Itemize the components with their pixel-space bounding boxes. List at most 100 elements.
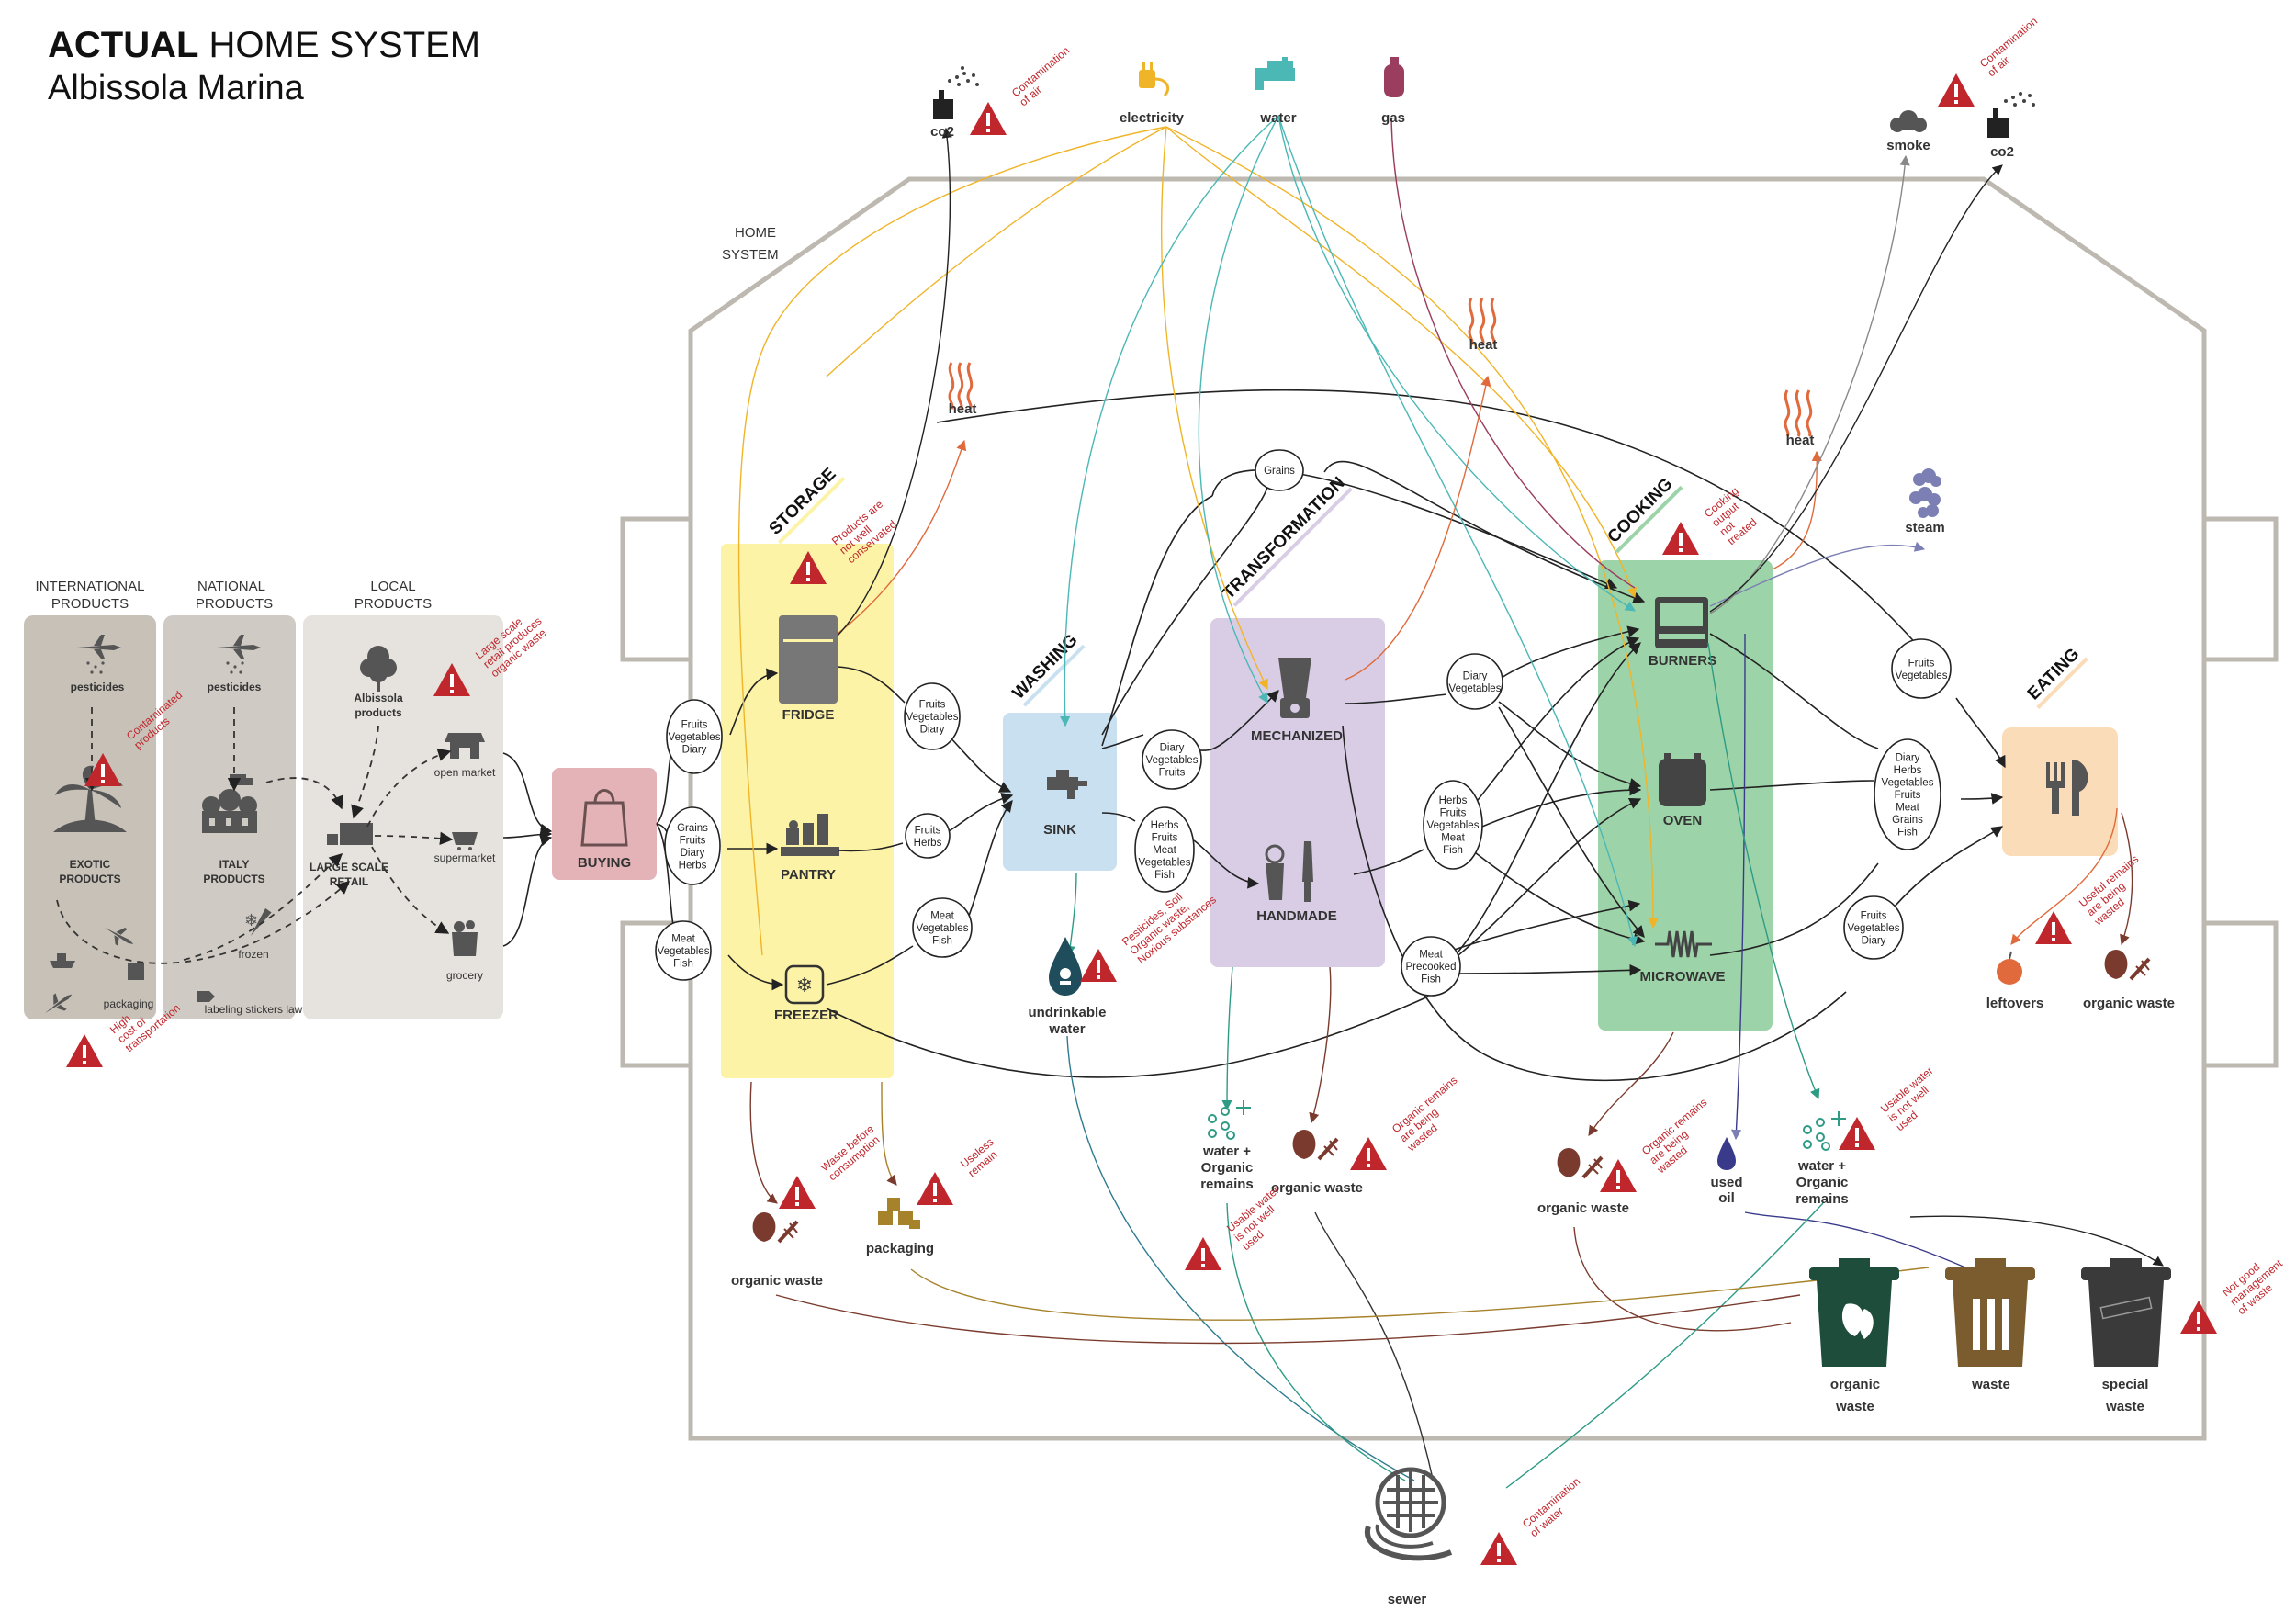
bin-waste[interactable] [1945, 1258, 2035, 1367]
bubble-text: Vegetables [669, 732, 721, 743]
water-tap-icon [1255, 57, 1295, 90]
albissola-label-2: products [355, 706, 402, 719]
bubble-text: Diary [682, 745, 707, 756]
bubble-text: Vegetables [1848, 923, 1900, 934]
bubble-text: Meat [1153, 845, 1176, 856]
blender-icon[interactable] [1278, 658, 1311, 718]
bubble-text: Vegetables [658, 946, 710, 957]
pesticide-drops-icon [86, 661, 105, 674]
water-organic-1-line3: remains [1200, 1177, 1254, 1192]
burners-icon[interactable] [1655, 597, 1708, 648]
bubble-text: Fish [673, 959, 693, 970]
bubble-text: Vegetables [906, 712, 959, 723]
organic-waste-icon-transf [1292, 1130, 1339, 1161]
bin-organic[interactable] [1809, 1258, 1899, 1367]
oven-icon[interactable] [1659, 753, 1706, 806]
bubble-text: Herbs [914, 838, 942, 849]
section-washing: WASHING [1009, 631, 1082, 704]
pesticide-drops-icon-2 [226, 661, 244, 674]
bubble-text: Herbs [679, 860, 707, 871]
bubble-text: Fish [1897, 828, 1918, 839]
output-flows [749, 633, 2164, 1489]
organic-waste-icon-storage [752, 1212, 799, 1244]
exotic-label-1: EXOTIC [70, 858, 111, 871]
warning-triangle-icon [970, 102, 1007, 135]
bin-special[interactable] [2081, 1258, 2171, 1367]
microwave-wave-icon[interactable] [1655, 930, 1712, 958]
bubbles: FruitsVegetablesDiaryGrainsFruitsDiaryHe… [655, 449, 1952, 997]
factory-icon-left [933, 90, 953, 119]
bubble-text: Grains [677, 823, 708, 834]
section-eating: EATING [2024, 645, 2084, 704]
svg-text:ACTUAL HOME SYSTEM: ACTUAL HOME SYSTEM [48, 25, 480, 65]
freezer-icon[interactable] [784, 964, 825, 1005]
bubble-text: Fruits [1152, 833, 1178, 844]
organic-waste-icon-eating [2104, 950, 2151, 981]
pantry-icon[interactable] [781, 814, 839, 856]
italy-label-1: ITALY [219, 858, 250, 871]
bubble-text: Vegetables [1896, 670, 1948, 681]
warning-triangle-icon [1662, 522, 1699, 555]
water-label: water [1259, 110, 1296, 126]
organic-waste-cooking-label: organic waste [1537, 1200, 1629, 1216]
fridge-label: FRIDGE [782, 707, 835, 723]
knife-peeler-icon[interactable] [1265, 841, 1313, 902]
gas-cylinder-icon [1384, 57, 1404, 97]
section-transformation: TRANSFORMATION [1219, 473, 1348, 603]
steam-label: steam [1905, 520, 1944, 535]
warning-triangle-icon [2035, 911, 2072, 944]
bubble-text: Fruits [680, 835, 706, 846]
farm-icon [202, 789, 257, 833]
carrot-icon [250, 907, 272, 937]
packaging-output-label: packaging [866, 1241, 934, 1256]
snowflake-freezer-icon: ❄ [796, 974, 813, 997]
bubble-text: Vegetables [917, 923, 969, 934]
warning-triangle-icon [1938, 73, 1975, 107]
local-header-1: LOCAL [370, 579, 415, 594]
used-oil-label-2: oil [1718, 1190, 1735, 1206]
local-header-2: PRODUCTS [355, 596, 432, 612]
market-stall-icon [445, 733, 485, 759]
water-organic-1-line1: water + [1202, 1143, 1251, 1159]
burners-label: BURNERS [1649, 653, 1716, 669]
mechanized-label: MECHANIZED [1251, 728, 1343, 744]
ship-icon [50, 953, 75, 968]
handmade-label: HANDMADE [1256, 908, 1337, 924]
water-organic-1-line2: Organic [1201, 1160, 1254, 1176]
source-dashed-flows [56, 707, 454, 964]
packaging-boxes-icon [878, 1198, 920, 1229]
subtitle: Albissola Marina [48, 69, 305, 107]
fork-knife-icon[interactable] [2046, 760, 2088, 816]
factory-icon-right [1987, 108, 2009, 138]
oil-drop-icon [1717, 1137, 1736, 1170]
bubble-text: Fruits [1861, 911, 1887, 922]
washing-zone [1003, 713, 1117, 871]
buying-node[interactable] [552, 768, 657, 880]
bin-waste-label-1: waste [1971, 1377, 2010, 1392]
bubble-text: Vegetables [1427, 820, 1480, 831]
warning-triangle-icon [1480, 1532, 1517, 1565]
warning-triangle-icon [779, 1176, 816, 1209]
fridge-icon[interactable] [779, 615, 838, 704]
heat-icon-cooking [1784, 389, 1813, 437]
bubble-text: Fruits [1440, 808, 1467, 819]
warning-triangle-icon [2180, 1301, 2217, 1334]
bubble-text: Grains [1264, 466, 1295, 477]
home-side-wings [620, 516, 2279, 1068]
labeling-label: labeling stickers law [205, 1003, 303, 1016]
bubble-text: Vegetables [1139, 858, 1191, 869]
bin-special-label-1: special [2102, 1377, 2149, 1392]
tap-icon[interactable] [1047, 770, 1087, 799]
